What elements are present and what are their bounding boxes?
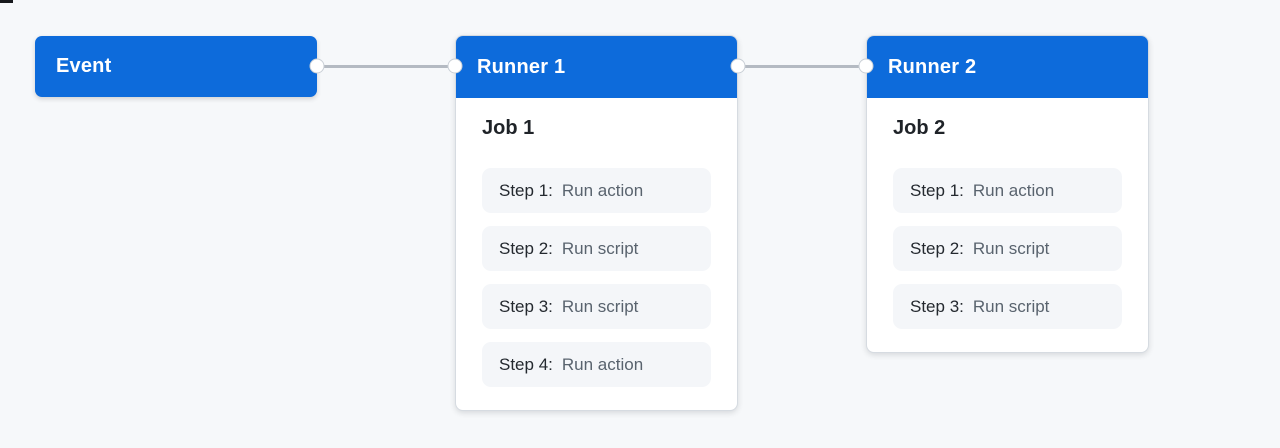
runner2-header: Runner 2 (867, 36, 1148, 98)
event-node: Event (35, 36, 317, 97)
step-row: Step 2: Run script (893, 226, 1122, 271)
step-label: Step 1: (499, 180, 553, 200)
runner1-body: Job 1 Step 1: Run action Step 2: Run scr… (456, 98, 737, 410)
step-value: Run script (972, 296, 1050, 316)
connector-runner1-runner2 (738, 65, 866, 68)
step-label: Step 4: (499, 354, 553, 374)
port-event-out (309, 58, 325, 74)
step-row: Step 1: Run action (482, 168, 711, 213)
runner1-title: Runner 1 (477, 55, 566, 78)
step-label: Step 3: (499, 296, 553, 316)
step-label: Step 2: (910, 238, 964, 258)
runner2-title: Runner 2 (888, 55, 977, 78)
step-label: Step 1: (910, 180, 964, 200)
job1-title: Job 1 (482, 117, 535, 139)
port-runner1-out (730, 58, 746, 74)
step-value: Run script (972, 238, 1050, 258)
step-row: Step 2: Run script (482, 226, 711, 271)
step-value: Run action (561, 354, 644, 374)
step-value: Run action (561, 180, 644, 200)
step-value: Run script (561, 238, 639, 258)
step-row: Step 1: Run action (893, 168, 1122, 213)
screenshot-artifact (0, 0, 13, 3)
port-runner1-in (447, 58, 463, 74)
step-value: Run action (972, 180, 1055, 200)
step-label: Step 3: (910, 296, 964, 316)
job2-title: Job 2 (893, 117, 946, 139)
runner2-card: Runner 2 Job 2 Step 1: Run action Step 2… (866, 35, 1149, 353)
runner2-body: Job 2 Step 1: Run action Step 2: Run scr… (867, 98, 1148, 352)
connector-event-runner1 (317, 65, 455, 68)
port-runner2-in (858, 58, 874, 74)
step-label: Step 2: (499, 238, 553, 258)
step-row: Step 3: Run script (482, 284, 711, 329)
event-label: Event (56, 55, 112, 77)
step-row: Step 4: Run action (482, 342, 711, 387)
step-value: Run script (561, 296, 639, 316)
runner1-header: Runner 1 (456, 36, 737, 98)
runner1-card: Runner 1 Job 1 Step 1: Run action Step 2… (455, 35, 738, 411)
step-row: Step 3: Run script (893, 284, 1122, 329)
